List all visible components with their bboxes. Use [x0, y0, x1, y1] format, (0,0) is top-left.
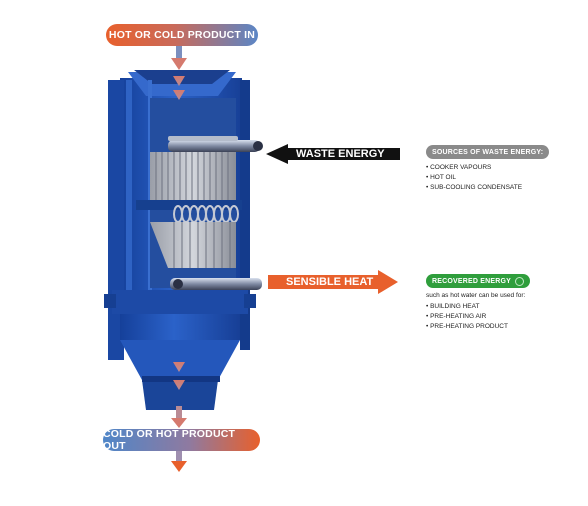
list-item: BUILDING HEAT	[426, 302, 566, 311]
sensible-heat-label: SENSIBLE HEAT	[286, 276, 374, 288]
list-item: COOKER VAPOURS	[426, 163, 556, 172]
recovered-intro: such as hot water can be used for:	[426, 292, 526, 299]
internal-flow-arrows	[173, 76, 185, 390]
inflow-arrow	[171, 46, 187, 70]
list-item: PRE-HEATING AIR	[426, 312, 566, 321]
list-item: HOT OIL	[426, 173, 556, 182]
waste-energy-arrow	[266, 144, 400, 164]
outflow-arrow	[171, 406, 187, 428]
sensible-heat-arrow	[268, 270, 398, 294]
sources-list: COOKER VAPOURS HOT OIL SUB-COOLING CONDE…	[426, 163, 556, 192]
product-in-label: HOT OR COLD PRODUCT IN	[106, 24, 258, 46]
list-item: PRE-HEATING PRODUCT	[426, 322, 566, 331]
sensible-heat-pipe	[170, 278, 262, 290]
waste-energy-label: WASTE ENERGY	[296, 148, 385, 160]
bottom-outflow-arrow	[171, 451, 187, 472]
list-item: SUB-COOLING CONDENSATE	[426, 183, 556, 192]
waste-energy-pipe	[168, 136, 263, 152]
recovered-title: RECOVERED ENERGY	[426, 274, 531, 288]
product-out-label: COLD OR HOT PRODUCT OUT	[103, 428, 260, 452]
recovered-list: BUILDING HEAT PRE-HEATING AIR PRE-HEATIN…	[426, 302, 566, 331]
recovered-box: RECOVERED ENERGY such as hot water can b…	[426, 274, 566, 332]
recovered-title-text: RECOVERED ENERGY	[432, 277, 512, 285]
recycle-icon	[515, 276, 525, 286]
sources-box: SOURCES OF WASTE ENERGY: COOKER VAPOURS …	[426, 145, 556, 193]
lower-plate-bank	[150, 222, 236, 268]
upper-plate-bank	[150, 152, 236, 200]
sources-title: SOURCES OF WASTE ENERGY:	[426, 145, 550, 159]
